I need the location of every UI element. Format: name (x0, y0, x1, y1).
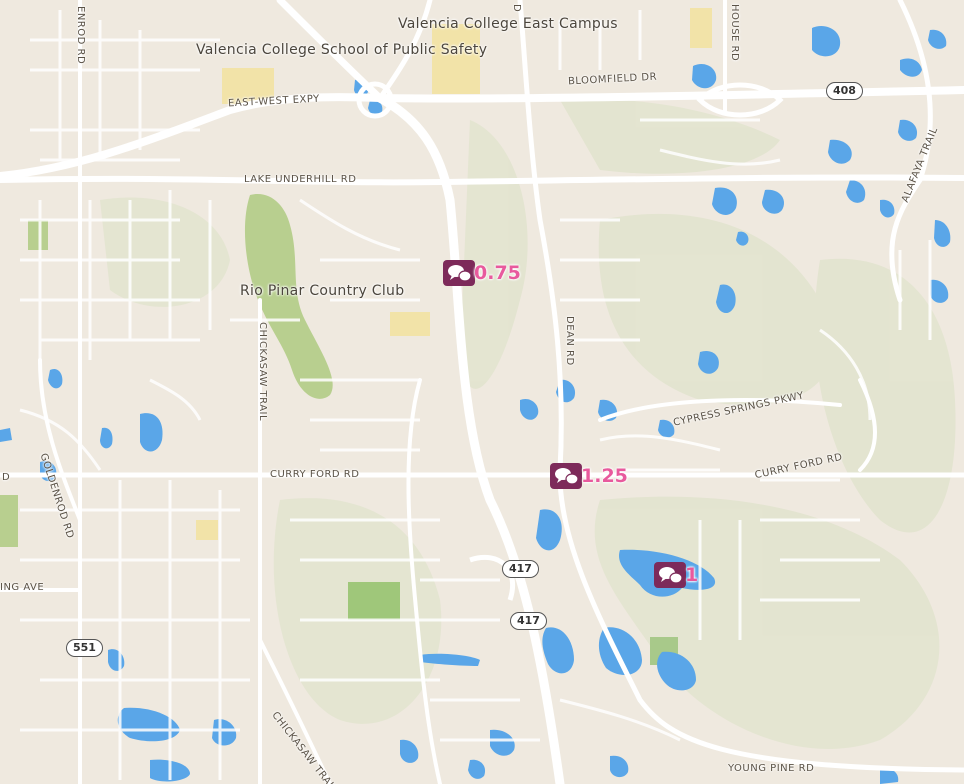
marker-value: 1.25 (581, 465, 628, 487)
road-label-left-d: D (2, 472, 11, 483)
place-label-rio-pinar: Rio Pinar Country Club (240, 283, 405, 299)
road-label-ing-ave: ING AVE (0, 582, 45, 593)
road-label-curry-ford-west: CURRY FORD RD (270, 469, 360, 480)
map-marker[interactable]: 1 (653, 561, 698, 589)
road-label-goldenrod-north: ENROD RD (75, 6, 86, 65)
road-label-young-pine: YOUNG PINE RD (728, 763, 815, 774)
chat-bubbles-icon (443, 260, 475, 286)
marker-value: 1 (685, 564, 699, 586)
place-label-valencia-safety: Valencia College School of Public Safety (196, 43, 487, 58)
road-label-top-d: D (511, 4, 522, 13)
chat-bubbles-icon (550, 463, 582, 489)
map-marker[interactable]: 1.25 (549, 462, 628, 490)
campus-areas (196, 8, 712, 540)
route-shield-408: 408 (826, 82, 863, 100)
route-shield-551: 551 (66, 639, 103, 657)
park-areas (0, 194, 678, 665)
marker-value: 0.75 (474, 262, 521, 284)
map-marker[interactable]: 0.75 (442, 259, 521, 287)
route-shield-417: 417 (510, 612, 547, 630)
route-shield-417: 417 (502, 560, 539, 578)
water-bodies (0, 25, 951, 784)
chat-bubbles-icon (654, 562, 686, 588)
road-label-chickasaw-north: CHICKASAW TRAIL (257, 322, 268, 422)
road-label-dean: DEAN RD (564, 316, 575, 366)
road-label-house: HOUSE RD (729, 4, 740, 62)
place-label-valencia-east: Valencia College East Campus (398, 16, 618, 32)
road-label-lake-underhill: LAKE UNDERHILL RD (244, 174, 357, 185)
